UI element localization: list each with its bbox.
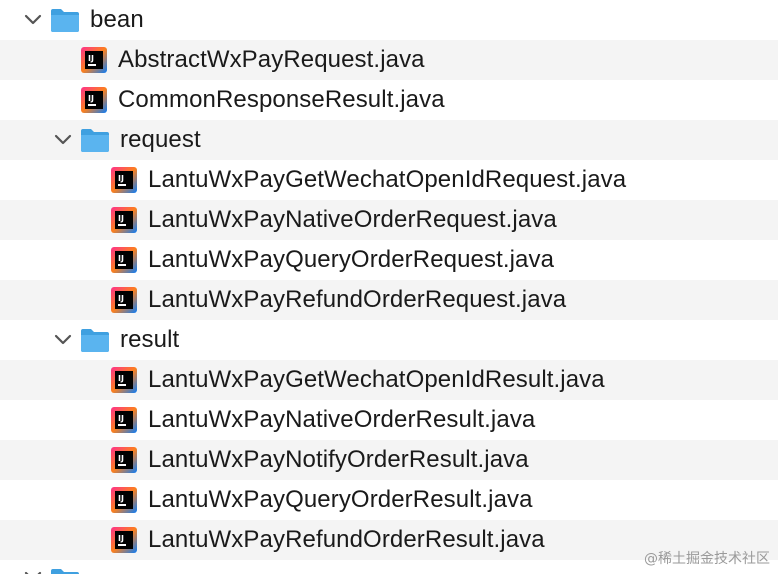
svg-text:IJ: IJ	[118, 294, 124, 303]
file-label: LantuWxPayQueryOrderResult.java	[148, 486, 533, 513]
tree-file[interactable]: IJ LantuWxPayRefundOrderResult.java	[0, 520, 778, 560]
file-label: LantuWxPayGetWechatOpenIdRequest.java	[148, 166, 627, 193]
chevron-down-icon[interactable]	[22, 9, 44, 31]
file-label: LantuWxPayNativeOrderResult.java	[148, 406, 536, 433]
file-label: LantuWxPayQueryOrderRequest.java	[148, 246, 555, 273]
folder-icon	[51, 569, 79, 574]
java-class-icon: IJ	[81, 47, 107, 73]
watermark: @稀土掘金技术社区	[644, 551, 770, 567]
svg-text:IJ: IJ	[118, 254, 124, 263]
svg-text:IJ: IJ	[118, 454, 124, 463]
svg-text:IJ: IJ	[118, 174, 124, 183]
file-label: AbstractWxPayRequest.java	[118, 46, 425, 73]
chevron-down-icon[interactable]	[52, 329, 74, 351]
tree-file[interactable]: IJ LantuWxPayNativeOrderResult.java	[0, 400, 778, 440]
tree-file[interactable]: IJ LantuWxPayNativeOrderRequest.java	[0, 200, 778, 240]
svg-text:IJ: IJ	[118, 414, 124, 423]
folder-label: bean	[90, 6, 144, 33]
java-class-icon: IJ	[111, 527, 137, 553]
tree-file[interactable]: IJ CommonResponseResult.java	[0, 80, 778, 120]
tree-file[interactable]: IJ AbstractWxPayRequest.java	[0, 40, 778, 80]
java-class-icon: IJ	[111, 207, 137, 233]
java-class-icon: IJ	[81, 87, 107, 113]
tree-folder-result[interactable]: result	[0, 320, 778, 360]
java-class-icon: IJ	[111, 407, 137, 433]
svg-text:IJ: IJ	[118, 494, 124, 503]
java-class-icon: IJ	[111, 367, 137, 393]
tree-folder-bean[interactable]: bean	[0, 0, 778, 40]
svg-text:IJ: IJ	[118, 374, 124, 383]
java-class-icon: IJ	[111, 287, 137, 313]
folder-icon	[51, 9, 79, 32]
tree-file[interactable]: IJ LantuWxPayQueryOrderResult.java	[0, 480, 778, 520]
svg-text:IJ: IJ	[88, 54, 94, 63]
folder-icon	[81, 329, 109, 352]
tree-file[interactable]: IJ LantuWxPayRefundOrderRequest.java	[0, 280, 778, 320]
chevron-down-icon[interactable]	[52, 129, 74, 151]
svg-text:IJ: IJ	[118, 534, 124, 543]
tree-file[interactable]: IJ LantuWxPayNotifyOrderResult.java	[0, 440, 778, 480]
svg-text:IJ: IJ	[118, 214, 124, 223]
file-label: LantuWxPayNotifyOrderResult.java	[148, 446, 529, 473]
file-label: LantuWxPayRefundOrderRequest.java	[148, 286, 567, 313]
tree-file[interactable]: IJ LantuWxPayGetWechatOpenIdRequest.java	[0, 160, 778, 200]
file-label: CommonResponseResult.java	[118, 86, 445, 113]
folder-label: request	[120, 126, 201, 153]
tree-file[interactable]: IJ LantuWxPayQueryOrderRequest.java	[0, 240, 778, 280]
file-label: LantuWxPayNativeOrderRequest.java	[148, 206, 557, 233]
java-class-icon: IJ	[111, 487, 137, 513]
java-class-icon: IJ	[111, 167, 137, 193]
file-label: LantuWxPayGetWechatOpenIdResult.java	[148, 366, 605, 393]
tree-folder-partial[interactable]	[0, 560, 778, 574]
folder-label: result	[120, 326, 180, 353]
tree-folder-request[interactable]: request	[0, 120, 778, 160]
file-label: LantuWxPayRefundOrderResult.java	[148, 526, 545, 553]
java-class-icon: IJ	[111, 447, 137, 473]
svg-text:IJ: IJ	[88, 94, 94, 103]
java-class-icon: IJ	[111, 247, 137, 273]
chevron-icon[interactable]	[22, 566, 44, 574]
tree-file[interactable]: IJ LantuWxPayGetWechatOpenIdResult.java	[0, 360, 778, 400]
folder-icon	[81, 129, 109, 152]
